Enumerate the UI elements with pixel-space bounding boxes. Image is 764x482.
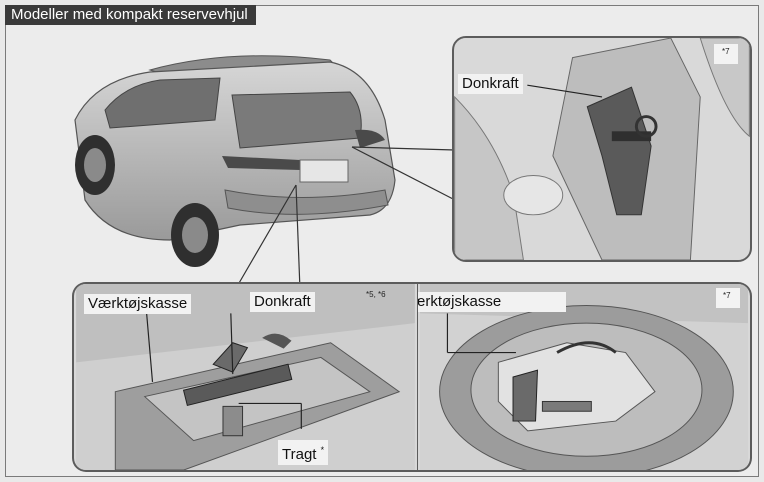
toolbox-label: Værktøjskasse (417, 293, 501, 310)
jack-location-panel: *7 Donkraft (452, 36, 752, 262)
funnel-footnote-mark: * (321, 445, 325, 455)
toolbox-label-box: Værktøjskasse (417, 292, 566, 312)
jack-label: Donkraft (250, 292, 315, 312)
funnel-label-text: Tragt (282, 446, 316, 463)
toolbox-jack-panel: Værktøjskasse Donkraft *5, *6 Tragt * (72, 282, 418, 472)
footnote-mark: *7 (723, 291, 731, 300)
spare-wheel-panel: Værktøjskasse *7 (417, 282, 752, 472)
trunk-side-illustration (454, 38, 750, 260)
jack-label: Donkraft (458, 74, 523, 94)
footnote-mark: *7 (722, 47, 730, 56)
section-title: Modeller med kompakt reservevhjul (5, 5, 256, 25)
footnote-mark: *5, *6 (366, 290, 386, 299)
toolbox-label: Værktøjskasse (84, 294, 191, 314)
funnel-label: Tragt * (278, 440, 328, 465)
